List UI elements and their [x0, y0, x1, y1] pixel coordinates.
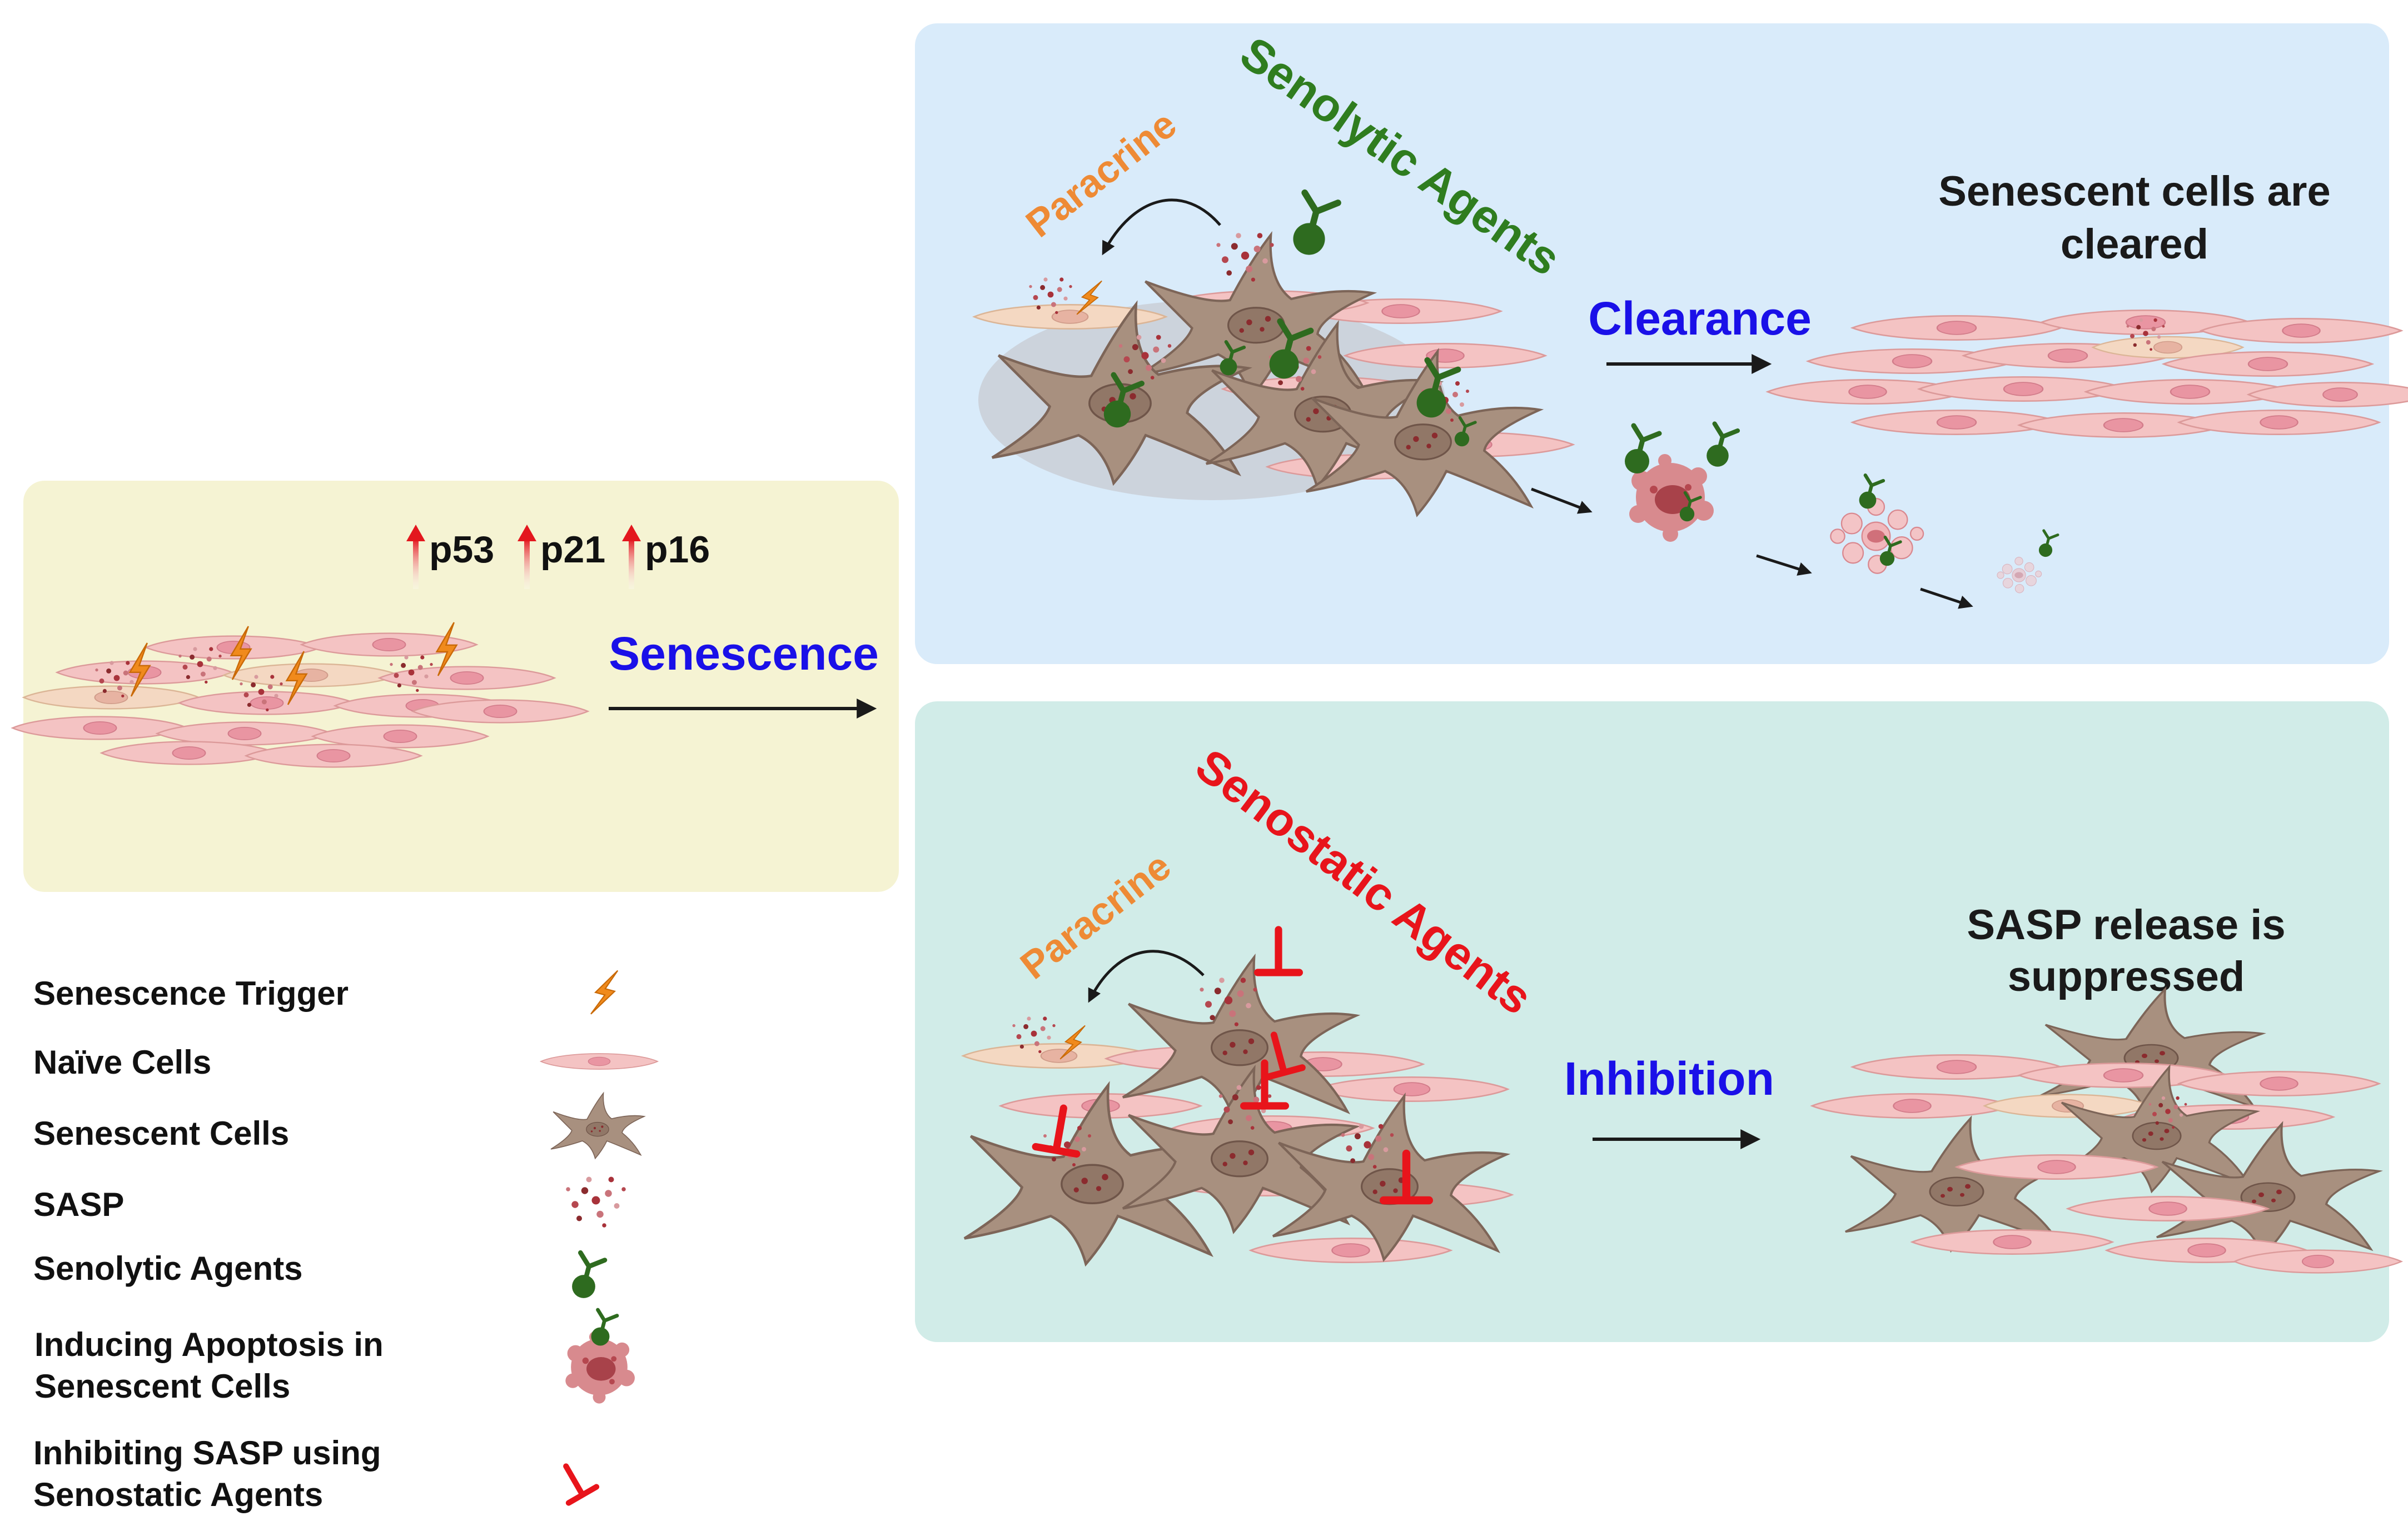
- p53-label: p53: [429, 528, 494, 571]
- lightning-icon: [589, 965, 621, 1019]
- inhibition-step-label: Inhibition: [1564, 1053, 1774, 1105]
- legend-label: Senolytic Agents: [33, 1250, 303, 1287]
- p53-marker: p53: [406, 525, 494, 589]
- senolytic-agent-icon: [572, 1253, 605, 1298]
- p21-marker: p21: [518, 525, 605, 589]
- legend-label: Senescence Trigger: [33, 975, 349, 1012]
- senescent-cell-icon: [550, 1093, 645, 1159]
- cleared-outcome-line1: Senescent cells are: [1938, 168, 2331, 215]
- naive-cell-icon: [540, 1053, 659, 1070]
- cleared-outcome-line2: cleared: [2061, 221, 2208, 268]
- suppressed-outcome-line1: SASP release is: [1967, 901, 2285, 949]
- inhibitor-icon: [552, 1458, 596, 1503]
- paracrine-arrow-bottom: [1088, 950, 1205, 1003]
- legend-item-naive: Naïve Cells: [33, 1044, 659, 1081]
- legend-label: SASP: [33, 1186, 124, 1223]
- legend-item-senescent: Senescent Cells: [33, 1093, 645, 1159]
- legend-label: Senescent Cells: [33, 1115, 289, 1152]
- clearance-step-label: Clearance: [1588, 292, 1812, 345]
- p16-label: p16: [645, 528, 710, 571]
- senolytic-tissue: [973, 193, 1574, 515]
- legend-label: Senescent Cells: [34, 1368, 290, 1405]
- legend-label: Inhibiting SASP using: [33, 1434, 381, 1472]
- legend-item-senostatic: Inhibiting SASP using Senostatic Agents: [33, 1434, 596, 1513]
- legend-label: Naïve Cells: [33, 1044, 211, 1081]
- legend-label: Senostatic Agents: [33, 1476, 323, 1513]
- senolytic-agent-icon: [591, 1310, 618, 1346]
- legend-item-sasp: SASP: [33, 1176, 626, 1228]
- suppressed-outcome-line2: suppressed: [2008, 953, 2245, 1000]
- sasp-icon: [566, 1176, 626, 1228]
- p16-marker: p16: [622, 525, 710, 589]
- legend-label: Inducing Apoptosis in: [34, 1326, 384, 1363]
- senolytic-panel: [915, 23, 2389, 664]
- p21-label: p21: [540, 528, 605, 571]
- legend-item-senolytic: Senolytic Agents: [33, 1250, 605, 1298]
- apoptosis-sequence: [1531, 423, 2058, 609]
- senescence-step-label: Senescence: [609, 627, 879, 680]
- paracrine-arrow-top: [1102, 198, 1221, 256]
- legend: Senescence Trigger Naïve Cells Senescent…: [33, 965, 659, 1513]
- legend-item-trigger: Senescence Trigger: [33, 965, 621, 1019]
- legend-item-apoptosis: Inducing Apoptosis in Senescent Cells: [34, 1310, 635, 1405]
